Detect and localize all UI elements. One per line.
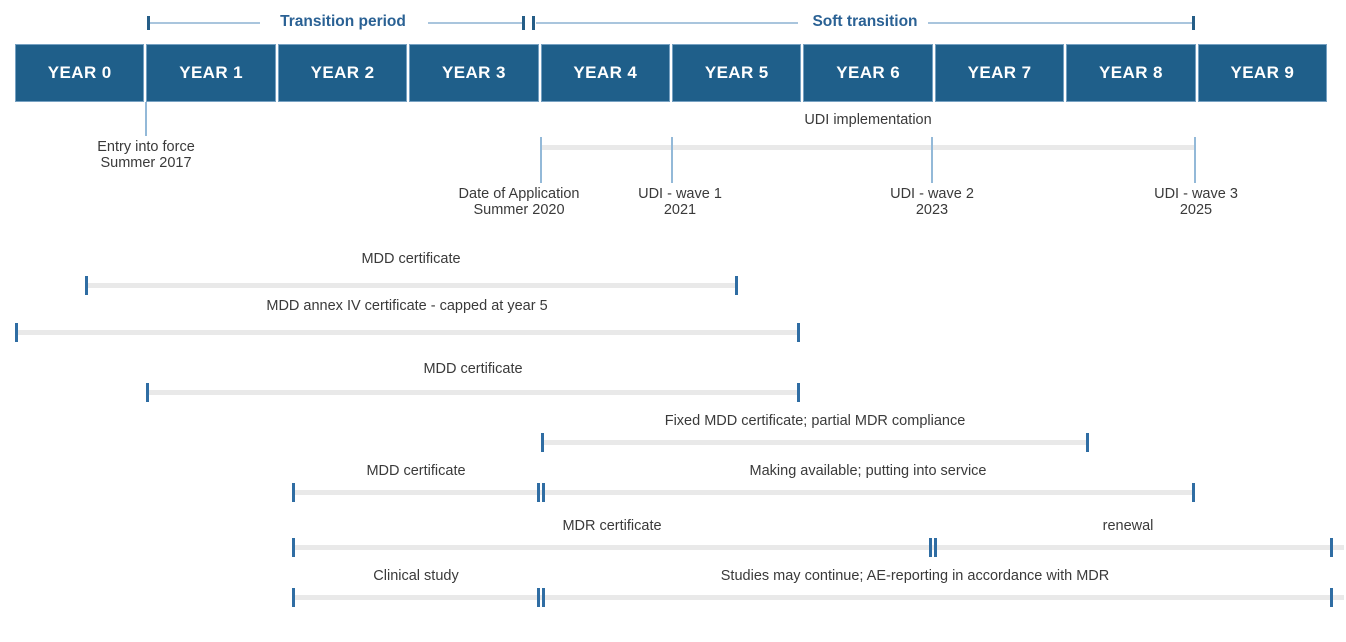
row1-label: MDD certificate <box>361 251 461 267</box>
milestone-line1: UDI - wave 1 <box>638 186 722 202</box>
year-cell: YEAR 8 <box>1066 44 1196 102</box>
bracket-start-tick <box>532 16 535 30</box>
transition-period-label: Transition period <box>280 13 406 30</box>
entry-line1: Entry into force <box>97 139 195 155</box>
bar-break-tick <box>537 483 540 502</box>
year-label: YEAR 5 <box>704 63 769 82</box>
bar-end-tick <box>797 383 800 402</box>
udi-milestone-label-wave1: UDI - wave 1 2021 <box>638 186 722 218</box>
milestone-line1: UDI - wave 3 <box>1154 186 1238 202</box>
bar-break-tick <box>542 483 545 502</box>
bracket-start-tick <box>147 16 150 30</box>
udi-milestone-label-wave2: UDI - wave 2 2023 <box>890 186 974 218</box>
year-cell: YEAR 0 <box>15 44 145 102</box>
row6-label-right: renewal <box>1102 518 1154 534</box>
year-cell: YEAR 4 <box>540 44 671 102</box>
bar-mdd-certificate-2 <box>146 383 800 402</box>
bar-mdr-certificate <box>292 538 1344 557</box>
row6-label-left: MDR certificate <box>562 518 662 534</box>
bar-end-tick <box>797 323 800 342</box>
milestone-line1: Date of Application <box>458 186 580 202</box>
row3-label: MDD certificate <box>423 361 523 377</box>
bar-end-tick <box>1192 483 1195 502</box>
bar-end-tick <box>735 276 738 295</box>
udi-implementation-label: UDI implementation <box>804 112 932 128</box>
bar-break-tick <box>542 588 545 607</box>
bar-start-tick <box>541 433 544 452</box>
bracket-end-tick <box>1192 16 1195 30</box>
udi-implementation-bar <box>541 145 1196 150</box>
bar-mdd-certificate-1 <box>85 276 738 295</box>
bar-fixed-mdd-certificate <box>541 433 1089 452</box>
milestone-line1: UDI - wave 2 <box>890 186 974 202</box>
row2-label: MDD annex IV certificate - capped at yea… <box>266 298 548 314</box>
bracket-line <box>428 22 522 24</box>
year-label: YEAR 7 <box>967 63 1032 82</box>
row5-label-left: MDD certificate <box>366 463 466 479</box>
udi-milestone-tick-doa <box>540 137 542 183</box>
year-cell: YEAR 2 <box>277 44 408 102</box>
bracket-line <box>928 22 1194 24</box>
entry-into-force-tick <box>145 102 147 136</box>
bracket-line <box>536 22 798 24</box>
milestone-line2: 2021 <box>663 202 697 218</box>
bar-making-available <box>292 483 1195 502</box>
year-label: YEAR 9 <box>1230 63 1295 82</box>
udi-milestone-label-doa: Date of Application Summer 2020 <box>459 186 580 218</box>
year-label: YEAR 2 <box>310 63 375 82</box>
bar-start-tick <box>292 483 295 502</box>
udi-milestone-tick-wave2 <box>931 137 933 183</box>
year-cell: YEAR 1 <box>146 44 276 102</box>
year-cell: YEAR 7 <box>934 44 1065 102</box>
year-cell: YEAR 6 <box>803 44 933 102</box>
year-label: YEAR 4 <box>573 63 638 82</box>
year-cell: YEAR 9 <box>1197 44 1328 102</box>
soft-transition-label: Soft transition <box>812 13 918 30</box>
udi-milestone-tick-wave3 <box>1194 137 1196 183</box>
bracket-line <box>150 22 260 24</box>
bar-start-tick <box>292 588 295 607</box>
bar-start-tick <box>292 538 295 557</box>
row7-label-left: Clinical study <box>373 568 459 584</box>
bracket-end-tick <box>522 16 525 30</box>
udi-milestone-tick-wave1 <box>671 137 673 183</box>
year-label: YEAR 1 <box>179 63 244 82</box>
bar-start-tick <box>15 323 18 342</box>
bar-start-tick <box>146 383 149 402</box>
year-cell: YEAR 5 <box>672 44 802 102</box>
bar-clinical-study <box>292 588 1344 607</box>
bar-break-tick <box>537 588 540 607</box>
row7-label-right: Studies may continue; AE-reporting in ac… <box>720 568 1110 584</box>
bar-break-tick <box>934 538 937 557</box>
bar-break-tick <box>929 538 932 557</box>
year-label: YEAR 0 <box>47 63 112 82</box>
row4-label: Fixed MDD certificate; partial MDR compl… <box>664 413 966 429</box>
year-label: YEAR 6 <box>836 63 901 82</box>
bar-end-tick <box>1086 433 1089 452</box>
udi-milestone-label-wave3: UDI - wave 3 2025 <box>1154 186 1238 218</box>
entry-line2: Summer 2017 <box>100 155 192 171</box>
bar-end-tick <box>1330 588 1333 607</box>
milestone-line2: Summer 2020 <box>473 202 565 218</box>
row5-label-right: Making available; putting into service <box>749 463 987 479</box>
bar-mdd-annex-iv <box>15 323 800 342</box>
bar-end-tick <box>1330 538 1333 557</box>
year-label: YEAR 8 <box>1099 63 1163 82</box>
milestone-line2: 2023 <box>915 202 949 218</box>
year-cell: YEAR 3 <box>409 44 539 102</box>
entry-into-force-label: Entry into force Summer 2017 <box>97 139 195 171</box>
year-axis: YEAR 0 YEAR 1 YEAR 2 YEAR 3 YEAR 4 YEAR … <box>15 44 1328 102</box>
year-label: YEAR 3 <box>442 63 506 82</box>
milestone-line2: 2025 <box>1179 202 1213 218</box>
bar-start-tick <box>85 276 88 295</box>
